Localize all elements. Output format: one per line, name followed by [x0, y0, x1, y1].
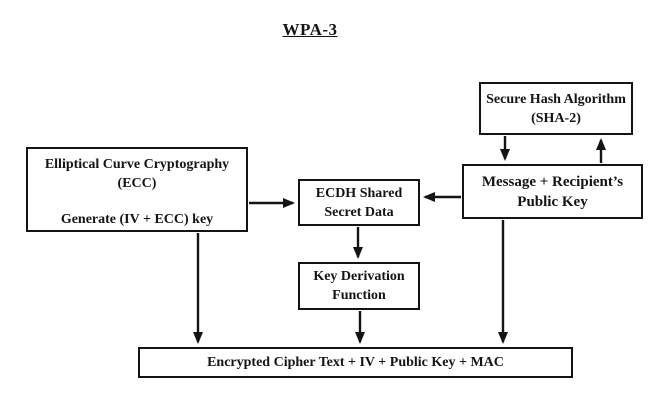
node-ecc-sublabel: Generate (IV + ECC) key	[60, 212, 214, 227]
node-ecdh-shared-secret-data: ECDH Shared Secret Data	[298, 179, 420, 226]
node-elliptical-curve-cryptography: Elliptical Curve Cryptography (ECC) Gene…	[26, 147, 248, 232]
node-ecdh-label: ECDH Shared Secret Data	[315, 185, 403, 220]
node-sha-label: Secure Hash Algorithm (SHA-2)	[486, 91, 626, 126]
node-secure-hash-algorithm: Secure Hash Algorithm (SHA-2)	[479, 82, 633, 135]
diagram-title: WPA-3	[282, 20, 338, 39]
node-message-recipients-public-key: Message + Recipient’s Public Key	[462, 164, 643, 219]
node-message-label: Message + Recipient’s Public Key	[481, 173, 624, 210]
node-output-label: Encrypted Cipher Text + IV + Public Key …	[207, 355, 504, 370]
node-kdf-label: Key Derivation Function	[313, 269, 405, 303]
node-encrypted-cipher-text-output: Encrypted Cipher Text + IV + Public Key …	[138, 347, 573, 378]
node-ecc-label: Elliptical Curve Cryptography (ECC)	[44, 157, 230, 191]
node-key-derivation-function: Key Derivation Function	[298, 262, 420, 310]
